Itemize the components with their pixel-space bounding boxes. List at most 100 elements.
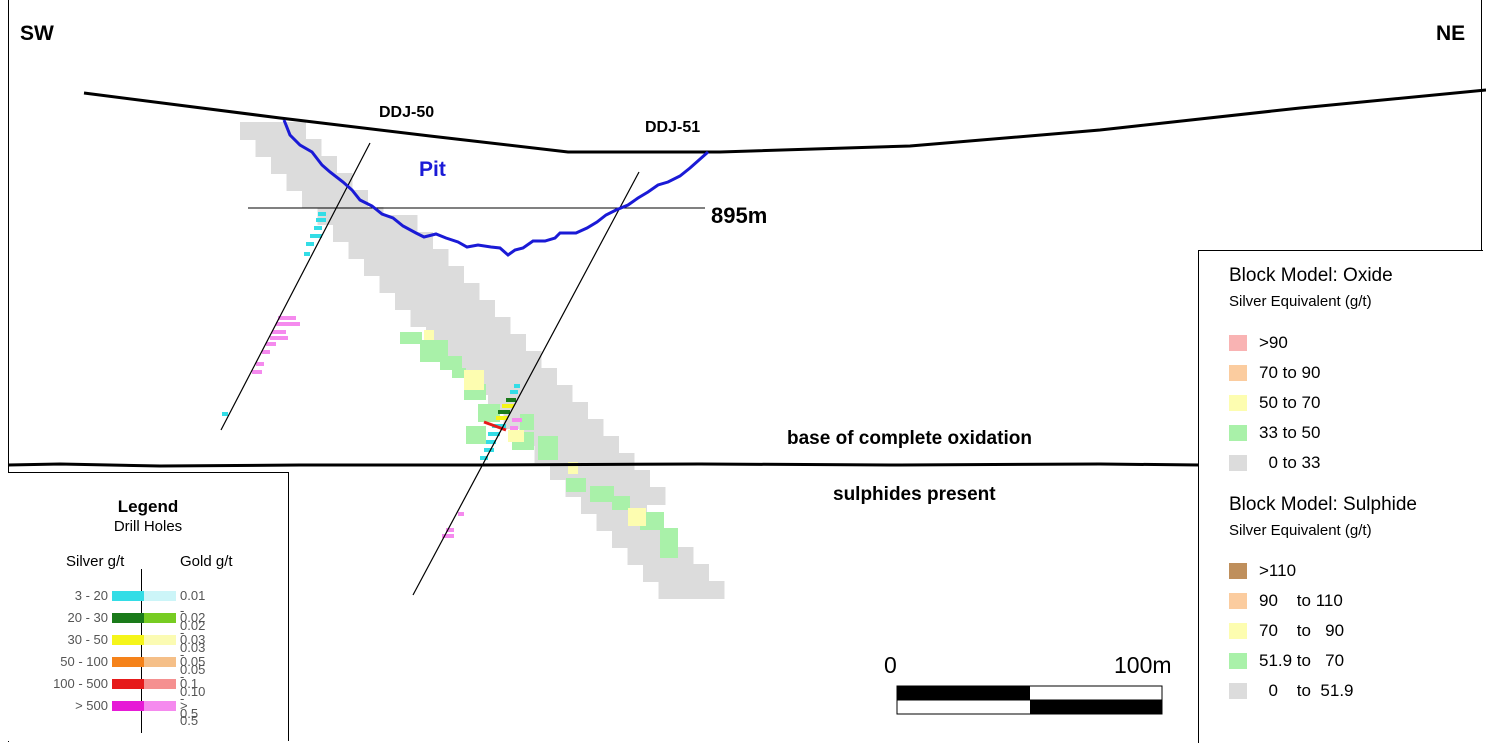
block-range-label: 90 to 110 <box>1259 591 1343 610</box>
silver-swatch <box>112 701 144 711</box>
assay-bar <box>222 412 228 416</box>
grade-block <box>452 368 466 378</box>
block-range-label: 0 to 33 <box>1259 453 1321 472</box>
assay-bar <box>480 456 488 460</box>
scale-end-label: 100m <box>1114 652 1172 678</box>
block-swatch <box>1229 395 1247 411</box>
assay-bar <box>256 362 264 366</box>
assay-bar <box>486 440 496 444</box>
assay-bar <box>272 330 286 334</box>
direction-sw-label: SW <box>20 22 54 45</box>
grade-block <box>508 430 524 442</box>
legend-subtitle: Drill Holes <box>113 518 183 535</box>
drill-assay-bars <box>222 212 522 538</box>
sulphide-legend-subtitle: Silver Equivalent (g/t) <box>1229 522 1372 539</box>
sulphide-label: sulphides present <box>833 484 996 505</box>
block-swatch <box>1229 335 1247 351</box>
grade-block <box>538 436 558 460</box>
block-cell <box>271 156 337 174</box>
silver-range: 30 - 50 <box>67 632 108 647</box>
pit-outline <box>282 119 709 257</box>
gold-range: 0.02 - 0.03 <box>180 610 206 655</box>
block-range-label: 51.9 to 70 <box>1259 651 1345 670</box>
scale-bar <box>896 685 1163 715</box>
gold-range: 0.05 - 0.10 <box>180 654 206 699</box>
assay-bar <box>496 416 508 420</box>
assay-bar <box>512 418 522 422</box>
gold-header: Gold g/t <box>180 553 233 570</box>
gold-swatch <box>144 591 176 601</box>
grade-block <box>660 528 678 558</box>
grade-block <box>400 332 422 344</box>
block-cell <box>240 122 306 140</box>
legend-title: Legend <box>117 497 179 516</box>
block-swatch <box>1229 653 1247 669</box>
oxide-legend-subtitle: Silver Equivalent (g/t) <box>1229 293 1372 310</box>
silver-range: > 500 <box>75 698 108 713</box>
silver-range: 20 - 30 <box>67 610 108 625</box>
assay-bar <box>442 534 454 538</box>
assay-bar <box>514 384 520 388</box>
topography-line <box>83 88 1486 154</box>
block-range-label: 70 to 90 <box>1259 621 1345 640</box>
assay-bar <box>252 370 262 374</box>
pit-label: Pit <box>419 158 446 181</box>
assay-bar <box>446 528 454 532</box>
assay-bar <box>488 432 500 436</box>
block-swatch <box>1229 623 1247 639</box>
gold-swatch <box>144 613 176 623</box>
block-swatch <box>1229 425 1247 441</box>
block-range-label: 33 to 50 <box>1259 423 1321 442</box>
silver-range: 100 - 500 <box>53 676 108 691</box>
silver-swatch <box>112 679 144 689</box>
assay-bar <box>310 234 322 238</box>
drill-hole-legend: Legend Drill Holes Silver g/t Gold g/t 3… <box>8 472 289 741</box>
silver-swatch <box>112 591 144 601</box>
sulphide-legend-title: Block Model: Sulphide <box>1229 494 1417 515</box>
block-swatch <box>1229 365 1247 381</box>
block-cell <box>658 581 725 599</box>
silver-swatch <box>112 635 144 645</box>
grade-block <box>478 404 500 422</box>
drill-hole-ddj-51 <box>412 171 640 596</box>
block-swatch <box>1229 455 1247 471</box>
block-swatch <box>1229 683 1247 699</box>
block-range-label: >90 <box>1259 333 1288 352</box>
gold-swatch <box>144 701 176 711</box>
assay-bar <box>316 218 326 222</box>
block-cell <box>302 190 368 208</box>
drill-hole-ddj-50 <box>220 142 371 431</box>
gold-range: 0.01 - 0.02 <box>180 588 206 633</box>
grade-block <box>566 478 586 492</box>
assay-bar <box>266 342 276 346</box>
gold-range: > 0.5 <box>180 698 199 728</box>
grade-block <box>612 496 630 510</box>
block-model <box>240 122 725 599</box>
assay-bar <box>306 242 314 246</box>
gold-swatch <box>144 679 176 689</box>
legend-divider <box>141 569 142 733</box>
scale-start-label: 0 <box>884 652 897 678</box>
assay-bar <box>502 404 514 408</box>
gold-swatch <box>144 635 176 645</box>
elevation-label: 895m <box>711 203 768 228</box>
silver-range: 3 - 20 <box>74 588 108 603</box>
block-cell <box>643 564 709 582</box>
grade-block <box>590 486 614 502</box>
assay-bar <box>314 226 322 230</box>
assay-bar <box>484 448 494 452</box>
gold-swatch <box>144 657 176 667</box>
grade-block <box>568 462 578 474</box>
silver-range: 50 - 100 <box>60 654 108 669</box>
assay-bar <box>262 350 270 354</box>
grade-block <box>464 370 484 390</box>
block-swatch <box>1229 593 1247 609</box>
block-model-legend: Block Model: Oxide Silver Equivalent (g/… <box>1198 250 1483 743</box>
silver-header: Silver g/t <box>66 553 125 570</box>
assay-bar <box>278 316 296 320</box>
block-range-label: >110 <box>1259 561 1297 580</box>
block-range-label: 70 to 90 <box>1259 363 1321 382</box>
block-swatch <box>1229 563 1247 579</box>
gold-range: 0.03 - 0.05 <box>180 632 206 677</box>
oxide-legend-title: Block Model: Oxide <box>1229 265 1393 286</box>
